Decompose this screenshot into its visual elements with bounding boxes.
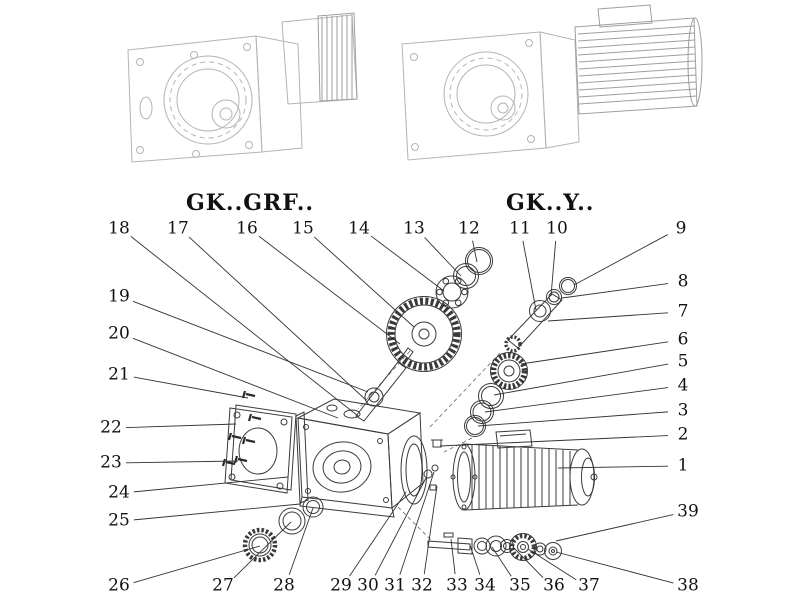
leader-line-17 [188,236,367,401]
part-number-27: 27 [212,576,234,596]
plug-drawing [431,439,443,448]
leader-line-31 [399,471,435,575]
part-number-20: 20 [108,324,130,344]
part-number-30: 30 [357,576,379,596]
leader-line-6 [520,341,669,365]
leader-line-3 [477,411,669,427]
leader-line-29 [349,491,407,577]
part-number-15: 15 [292,219,314,239]
leader-line-2 [439,435,669,447]
part-number-36: 36 [543,576,565,596]
leader-line-25 [133,503,301,521]
leader-line-22 [125,423,237,429]
part-number-25: 25 [108,511,130,531]
leader-line-10 [550,240,557,297]
leader-line-38 [555,551,674,584]
leader-line-23 [125,460,239,464]
part-number-29: 29 [330,576,352,596]
leader-line-30 [374,477,427,576]
leader-line-28 [288,507,314,575]
part-number-7: 7 [678,302,689,322]
leader-line-1 [557,465,669,469]
leader-line-32 [423,485,438,575]
exploded-view [221,247,598,563]
flange-plate-drawing [224,404,297,494]
output-shaft-group [427,532,562,561]
leader-line-39 [555,514,674,542]
part-number-6: 6 [678,330,689,350]
leader-line-8 [561,283,669,299]
assembled-view-gk-y [401,4,703,161]
leader-line-7 [547,312,669,322]
bevel-gear-and-rings [464,352,528,437]
part-number-10: 10 [546,219,568,239]
part-number-31: 31 [384,576,406,596]
part-number-38: 38 [677,576,699,596]
part-number-19: 19 [108,287,130,307]
part-number-35: 35 [509,576,531,596]
model-label-left: GK..GRF.. [186,190,315,216]
leader-line-37 [527,548,577,581]
leader-line-9 [573,234,668,286]
part-number-1: 1 [678,456,689,476]
leader-line-33 [450,538,456,575]
part-number-39: 39 [677,502,699,522]
part-number-8: 8 [678,272,689,292]
leader-line-4 [484,387,669,413]
motor-drawing-faint [574,4,703,115]
input-shaft-drawing [355,347,414,422]
part-number-2: 2 [678,425,689,445]
leader-line-36 [512,546,544,579]
part-number-37: 37 [578,576,600,596]
part-number-34: 34 [474,576,496,596]
adapter-flange-group [400,435,439,505]
leader-line-21 [133,376,249,399]
part-number-4: 4 [678,376,689,396]
leader-line-27 [233,521,292,579]
part-number-5: 5 [678,352,689,372]
lower-left-bearing-group [242,496,324,563]
part-number-33: 33 [446,576,468,596]
part-number-17: 17 [167,219,189,239]
leader-line-34 [469,544,481,575]
upper-bearing-and-rings [435,247,493,309]
leader-line-15 [313,236,415,328]
part-number-22: 22 [100,418,122,438]
part-number-18: 18 [108,219,130,239]
leader-line-12 [472,240,478,263]
part-number-12: 12 [458,219,480,239]
leader-line-20 [132,337,339,419]
part-number-14: 14 [348,219,370,239]
electric-motor-drawing [450,429,598,511]
part-number-24: 24 [108,483,130,503]
part-number-23: 23 [100,453,122,473]
assembled-view-gk-grf [127,12,358,163]
leader-line-5 [493,363,669,396]
part-number-16: 16 [236,219,258,239]
leader-line-26 [133,545,261,584]
part-number-32: 32 [411,576,433,596]
part-number-26: 26 [108,576,130,596]
leader-line-16 [258,235,401,345]
model-label-right: GK..Y.. [506,190,595,216]
leader-line-24 [133,476,289,493]
leader-line-13 [424,237,462,277]
leader-line-35 [491,546,512,577]
helical-gear-drawing [386,296,462,372]
bevel-pinion-group [504,277,577,353]
screw-set [221,390,262,467]
leader-line-11 [522,240,537,311]
part-number-9: 9 [676,219,687,239]
part-number-28: 28 [273,576,295,596]
leader-line-18 [130,236,359,417]
part-number-11: 11 [509,219,531,239]
part-number-13: 13 [403,219,425,239]
part-number-3: 3 [678,401,689,421]
part-number-21: 21 [108,365,130,385]
gearbox-housing-drawing [295,398,424,518]
leader-line-19 [132,300,369,393]
leader-line-14 [370,235,445,292]
